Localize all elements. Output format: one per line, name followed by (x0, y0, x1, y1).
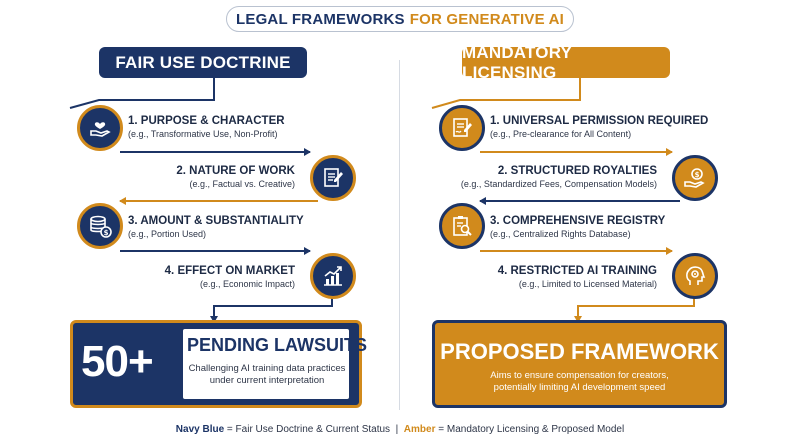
legend-navy-text: = Fair Use Doctrine & Current Status (224, 424, 391, 435)
signed-document-icon (439, 105, 485, 151)
right-step-2-title: 2. STRUCTURED ROYALTIES (497, 165, 657, 177)
left-step-3-title: 3. AMOUNT & SUBSTANTIALITY (128, 215, 304, 227)
right-step-4-sub: (e.g., Limited to Licensed Material) (518, 279, 657, 289)
right-step-1-sub: (e.g., Pre-clearance for All Content) (490, 129, 632, 139)
right-step-3-sub: (e.g., Centralized Rights Database) (490, 229, 631, 239)
head-gear-icon (672, 253, 718, 299)
clipboard-search-icon (439, 203, 485, 249)
left-step-2-title: 2. NATURE OF WORK (176, 165, 295, 177)
fair-use-header: FAIR USE DOCTRINE (99, 47, 307, 78)
heart-hand-icon (77, 105, 123, 151)
title-part-amber: FOR GENERATIVE AI (409, 10, 564, 28)
right-step-2-sub: (e.g., Standardized Fees, Compensation M… (460, 179, 657, 189)
left-step-3-sub: (e.g., Portion Used) (128, 229, 207, 239)
proposed-framework-title: PROPOSED FRAMEWORK (440, 339, 719, 364)
right-step-1-title: 1. UNIVERSAL PERMISSION REQUIRED (490, 115, 709, 127)
svg-text:$: $ (104, 229, 109, 237)
pending-lawsuits-title: PENDING LAWSUITS (187, 335, 368, 355)
proposed-framework-box: PROPOSED FRAMEWORK Aims to ensure compen… (432, 320, 727, 408)
svg-text:$: $ (695, 171, 700, 179)
right-step-3-title: 3. COMPREHENSIVE REGISTRY (490, 215, 666, 227)
left-step-1-sub: (e.g., Transformative Use, Non-Profit) (128, 129, 278, 139)
page-title: LEGAL FRAMEWORKS FOR GENERATIVE AI (226, 6, 574, 32)
document-pen-icon (310, 155, 356, 201)
legend-navy-label: Navy Blue (175, 424, 225, 435)
left-step-2-sub: (e.g., Factual vs. Creative) (189, 179, 295, 189)
proposed-framework-line-1: Aims to ensure compensation for creators… (490, 370, 669, 381)
lawsuit-count: 50+ (81, 337, 154, 386)
pending-lawsuits-line-2: under current interpretation (209, 375, 325, 386)
pending-lawsuits-box: 50+ PENDING LAWSUITS Challenging AI trai… (70, 320, 368, 408)
title-part-navy: LEGAL FRAMEWORKS (236, 10, 405, 28)
pending-lawsuits-panel (183, 329, 349, 399)
hand-money-icon: $ (672, 155, 718, 201)
column-divider (399, 60, 400, 410)
pending-lawsuits-line-1: Challenging AI training data practices (188, 363, 346, 374)
right-step-4-title: 4. RESTRICTED AI TRAINING (497, 265, 657, 277)
legend-amber-label: Amber (403, 424, 436, 435)
proposed-framework-description: Aims to ensure compensation for creators… (435, 370, 724, 394)
left-step-4-title: 4. EFFECT ON MARKET (164, 265, 295, 277)
legend-separator: | (390, 424, 404, 435)
coins-stack-icon: $ (77, 203, 123, 249)
left-step-4-sub: (e.g., Economic Impact) (199, 279, 295, 289)
left-step-1-title: 1. PURPOSE & CHARACTER (128, 115, 285, 127)
color-legend: Navy Blue = Fair Use Doctrine & Current … (0, 424, 800, 435)
proposed-framework-line-2: potentially limiting AI development spee… (493, 382, 666, 393)
pending-lawsuits-description: Challenging AI training data practices u… (187, 363, 347, 387)
mandatory-licensing-header: MANDATORY LICENSING (462, 43, 670, 82)
legend-amber-text: = Mandatory Licensing & Proposed Model (435, 424, 625, 435)
growth-chart-icon (310, 253, 356, 299)
